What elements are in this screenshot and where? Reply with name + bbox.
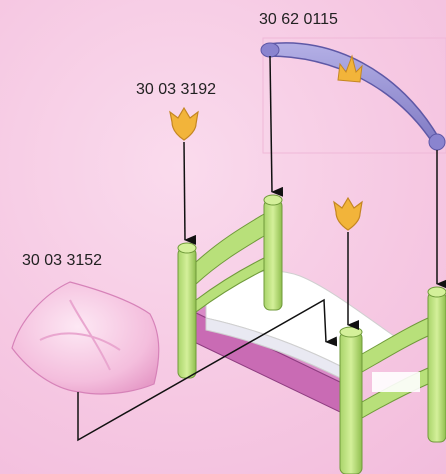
arrow-crown-left bbox=[184, 142, 185, 240]
part-label-canopy: 30 62 0115 bbox=[259, 11, 338, 28]
arrow-canopy-left bbox=[270, 56, 272, 192]
part-label-pillow: 30 03 3152 bbox=[22, 252, 102, 269]
pillow bbox=[12, 282, 159, 394]
crown-finial-right bbox=[334, 198, 362, 230]
canopy-arch bbox=[261, 43, 445, 150]
part-label-crown: 30 03 3192 bbox=[136, 81, 216, 98]
crown-finial-left bbox=[170, 108, 198, 140]
